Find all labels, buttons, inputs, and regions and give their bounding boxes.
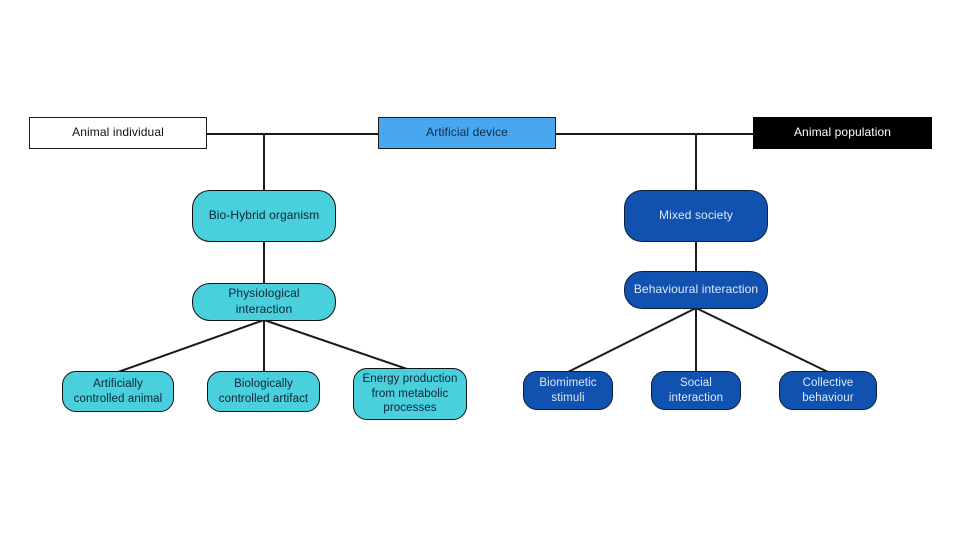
node-animal-population: Animal population	[753, 117, 932, 149]
node-behavioural-interaction: Behavioural interaction	[624, 271, 768, 309]
node-mixed-society: Mixed society	[624, 190, 768, 242]
node-social-interaction: Social interaction	[651, 371, 741, 410]
node-animal-individual: Animal individual	[29, 117, 207, 149]
node-bio-hybrid-organism: Bio-Hybrid organism	[192, 190, 336, 242]
edge-behavioural-to-collective	[695, 307, 829, 373]
node-energy-production: Energy production from metabolic process…	[353, 368, 467, 420]
edge-physiological-to-energy	[263, 319, 411, 371]
node-physiological-interaction: Physiological interaction	[192, 283, 336, 321]
node-biomimetic-stimuli: Biomimetic stimuli	[523, 371, 613, 410]
node-collective-behaviour: Collective behaviour	[779, 371, 877, 410]
edge-behavioural-to-biomimetic	[567, 307, 697, 373]
edge-physiological-to-artificially	[117, 319, 265, 373]
node-biologically-controlled-artifact: Biologically controlled artifact	[207, 371, 320, 412]
node-artificial-device: Artificial device	[378, 117, 556, 149]
node-artificially-controlled-animal: Artificially controlled animal	[62, 371, 174, 412]
